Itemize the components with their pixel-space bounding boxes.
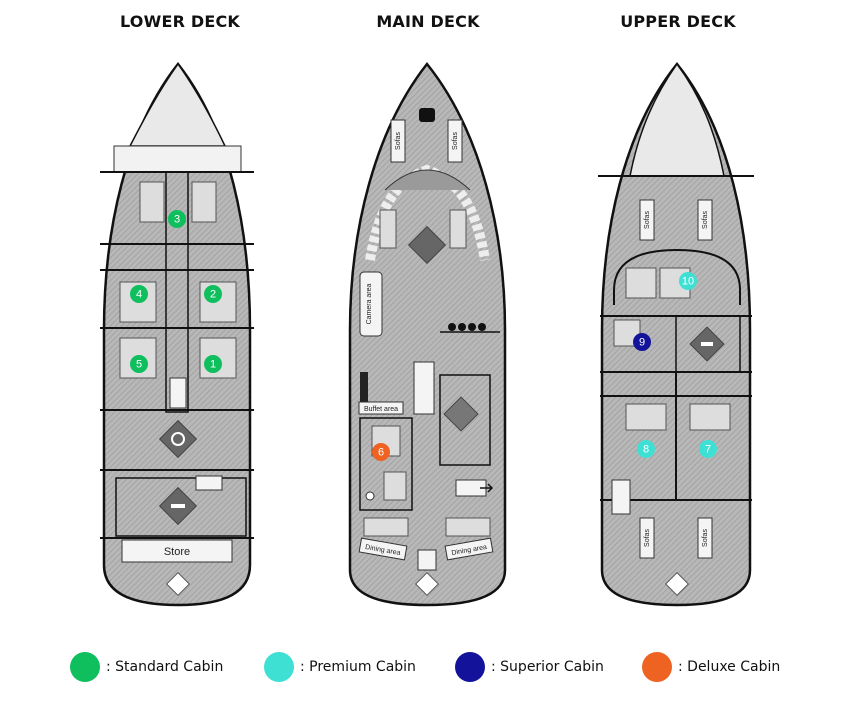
legend-superior-label: : Superior Cabin: [491, 659, 604, 675]
cabin-marker-7: 7: [699, 440, 717, 458]
cabin-marker-circle: [204, 285, 222, 303]
cabin-marker-9: 9: [633, 333, 651, 351]
jacuzzi-icon: [407, 225, 447, 265]
water-tank-icon-upper: [689, 326, 725, 362]
sofas-label-main-left: Sofas: [395, 132, 402, 150]
cabin-marker-5: 5: [130, 355, 148, 373]
staircase-icon: [480, 483, 494, 493]
compass-logo-icon: [165, 571, 191, 597]
deck-title-lower: LOWER DECK: [119, 12, 241, 31]
cabin-number: 3: [174, 214, 180, 226]
water-tank-icon: [158, 486, 198, 526]
compass-logo-icon-upper: [664, 571, 690, 597]
legend-deluxe: : Deluxe Cabin: [642, 652, 780, 682]
cabin-marker-6: 6: [372, 443, 390, 461]
legend-deluxe-swatch: [642, 652, 672, 682]
cabin-marker-circle: [130, 285, 148, 303]
cabin-number: 2: [210, 289, 216, 301]
cabin-marker-10: 10: [679, 272, 697, 290]
sofas-label-main-right: Sofas: [452, 132, 459, 150]
cabin-marker-1: 1: [204, 355, 222, 373]
bar-icon: [443, 396, 479, 432]
legend-standard: : Standard Cabin: [70, 652, 223, 682]
cabin-number: 10: [682, 276, 694, 288]
cabin-marker-8: 8: [637, 440, 655, 458]
legend-premium-label: : Premium Cabin: [300, 659, 416, 675]
legend-standard-swatch: [70, 652, 100, 682]
legend-superior: : Superior Cabin: [455, 652, 604, 682]
deck-title-upper: UPPER DECK: [620, 12, 736, 31]
cabin-marker-2: 2: [204, 285, 222, 303]
cabin-marker-circle: [204, 355, 222, 373]
cabin-number: 6: [378, 447, 384, 459]
upper-deck-plan: Sofas Sofas Sofas Sofas: [598, 62, 754, 607]
sofas-label-upper-bottom-right: Sofas: [702, 529, 709, 547]
legend-premium: : Premium Cabin: [264, 652, 416, 682]
legend-deluxe-label: : Deluxe Cabin: [678, 659, 781, 675]
cabin-marker-4: 4: [130, 285, 148, 303]
deck-plans: Store Sofas Sofas Camera area Buffet are…: [100, 61, 754, 607]
cabin-number: 1: [210, 359, 216, 371]
lower-deck-plan: Store: [100, 61, 254, 607]
legend-standard-label: : Standard Cabin: [106, 659, 224, 675]
deck-title-main: MAIN DECK: [376, 12, 480, 31]
cabin-number: 7: [705, 444, 711, 456]
cabin-marker-circle: [679, 272, 697, 290]
sofas-label-upper-bottom-left: Sofas: [644, 529, 651, 547]
cabin-number: 5: [136, 359, 142, 371]
cabin-number: 8: [643, 444, 649, 456]
camera-area-label: Camera area: [366, 283, 373, 324]
cabin-marker-circle: [699, 440, 717, 458]
cabin-marker-circle: [633, 333, 651, 351]
cabin-number: 4: [136, 289, 142, 301]
bathroom-icon: [365, 491, 375, 501]
sofas-label-upper-top-left: Sofas: [644, 211, 651, 229]
cabin-marker-3: 3: [168, 210, 186, 228]
cabin-marker-circle: [637, 440, 655, 458]
buffet-area-label: Buffet area: [364, 406, 398, 413]
compass-logo-icon-main: [414, 571, 440, 597]
legend-superior-swatch: [455, 652, 485, 682]
sofas-label-upper-top-right: Sofas: [702, 211, 709, 229]
main-deck-plan: Sofas Sofas Camera area Buffet area: [348, 61, 507, 607]
cabin-marker-circle: [372, 443, 390, 461]
engine-gear-icon: [158, 419, 198, 459]
cabin-markers: 1 2 3 4 5 6 7 8 9 10: [130, 210, 717, 461]
legend-premium-swatch: [264, 652, 294, 682]
cabin-number: 9: [639, 337, 645, 349]
cabin-marker-circle: [168, 210, 186, 228]
cabin-marker-circle: [130, 355, 148, 373]
store-label: Store: [164, 546, 190, 558]
